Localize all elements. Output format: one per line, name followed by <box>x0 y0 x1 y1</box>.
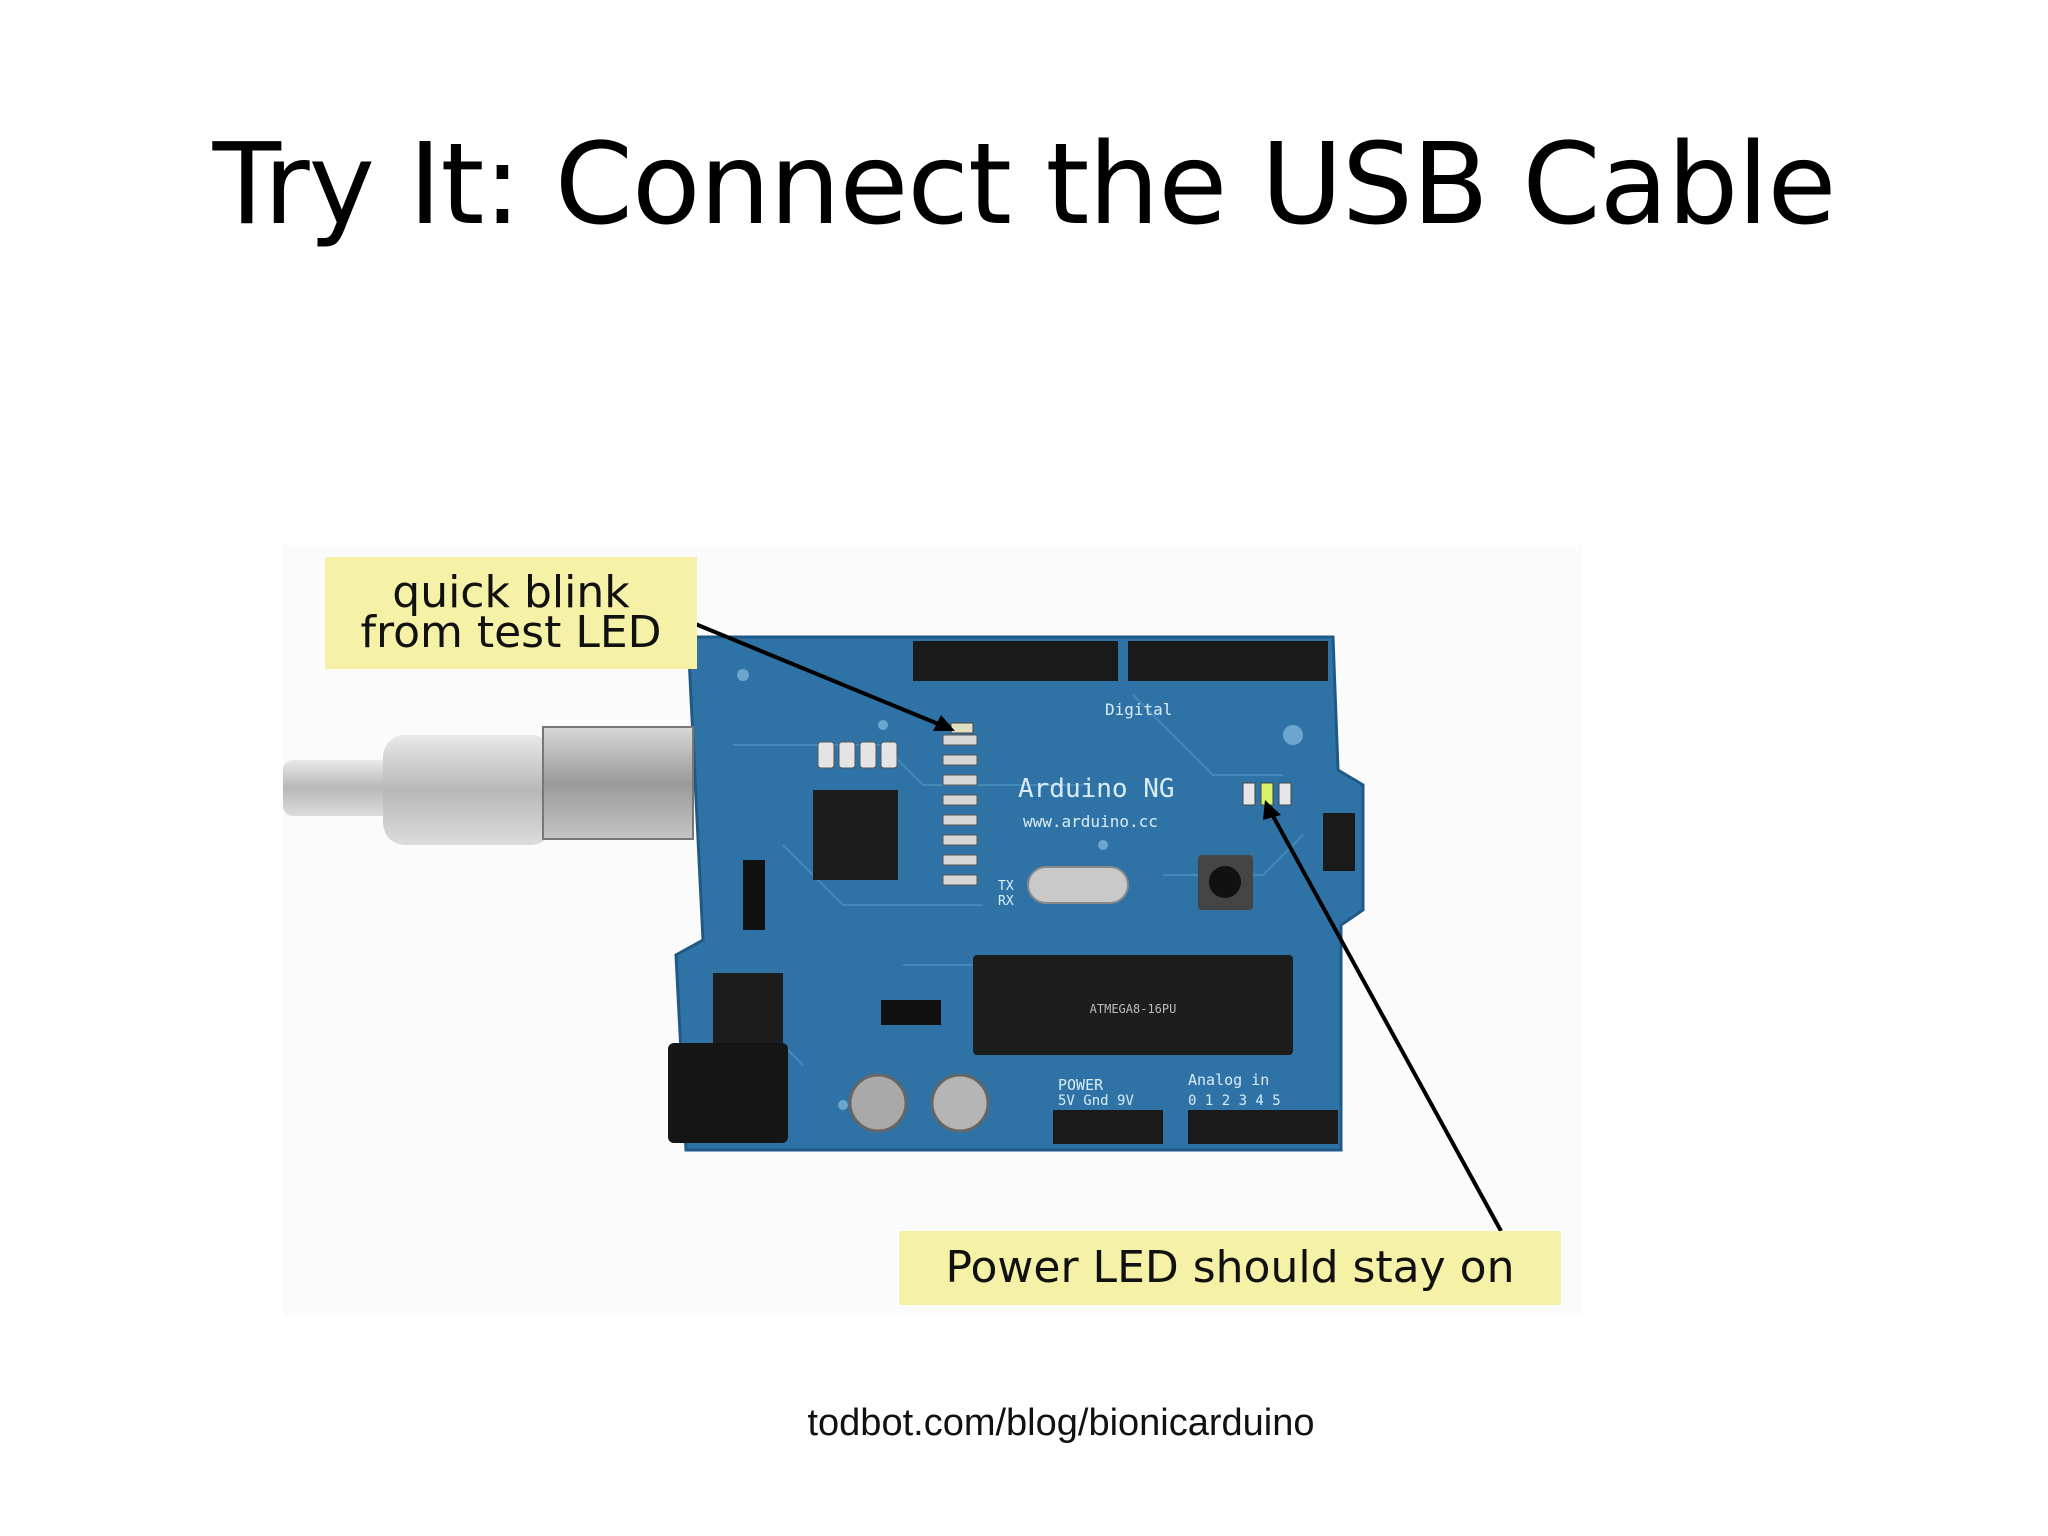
capacitor-2 <box>930 1073 990 1133</box>
analog-pins-label: 0 1 2 3 4 5 <box>1188 1093 1281 1109</box>
test-led-arrow <box>692 621 949 730</box>
usb-plug <box>383 735 553 845</box>
test-led-callout-line2: from test LED <box>360 607 662 658</box>
arduino-board-figure: ATMEGA8-16PU <box>283 545 1583 1315</box>
usb-cable <box>283 760 393 816</box>
digital-header-right <box>1128 641 1328 681</box>
rx-label: RX <box>998 894 1014 909</box>
power-jumper <box>743 860 765 930</box>
digital-label: Digital <box>1105 700 1172 719</box>
test-led <box>950 722 974 734</box>
power-led <box>1260 782 1274 806</box>
usb-connector <box>542 726 694 840</box>
usb-chip <box>813 790 898 880</box>
test-led-callout: quick blink from test LED <box>325 557 697 669</box>
voltage-regulator <box>713 973 783 1043</box>
test-led-callout-line1: quick blink <box>392 567 630 618</box>
power-led-callout: Power LED should stay on <box>899 1231 1561 1305</box>
power-label: POWER <box>1058 1076 1104 1094</box>
board-brand: Arduino NG <box>1018 774 1175 804</box>
power-jack <box>668 1043 788 1143</box>
arduino-board-illustration: ATMEGA8-16PU <box>283 621 1503 1232</box>
analog-label: Analog in <box>1188 1071 1269 1089</box>
atmega-chip <box>973 955 1293 1055</box>
analog-header <box>1188 1110 1338 1144</box>
icsp-header <box>1323 813 1355 871</box>
power-pins-label: 5V Gnd 9V <box>1058 1093 1134 1109</box>
board-url: www.arduino.cc <box>1023 812 1158 831</box>
digital-header-left <box>913 641 1118 681</box>
power-header <box>1053 1110 1163 1144</box>
source-link[interactable]: todbot.com/blog/bionicarduino <box>807 1402 1315 1444</box>
crystal <box>1027 866 1129 904</box>
diode <box>881 1000 941 1025</box>
slide-title: Try It: Connect the USB Cable <box>212 120 1837 250</box>
tx-label: TX <box>998 879 1014 894</box>
chip-label: ATMEGA8-16PU <box>1090 1002 1177 1016</box>
power-led-arrow <box>1266 806 1503 1232</box>
capacitor-1 <box>848 1073 908 1133</box>
